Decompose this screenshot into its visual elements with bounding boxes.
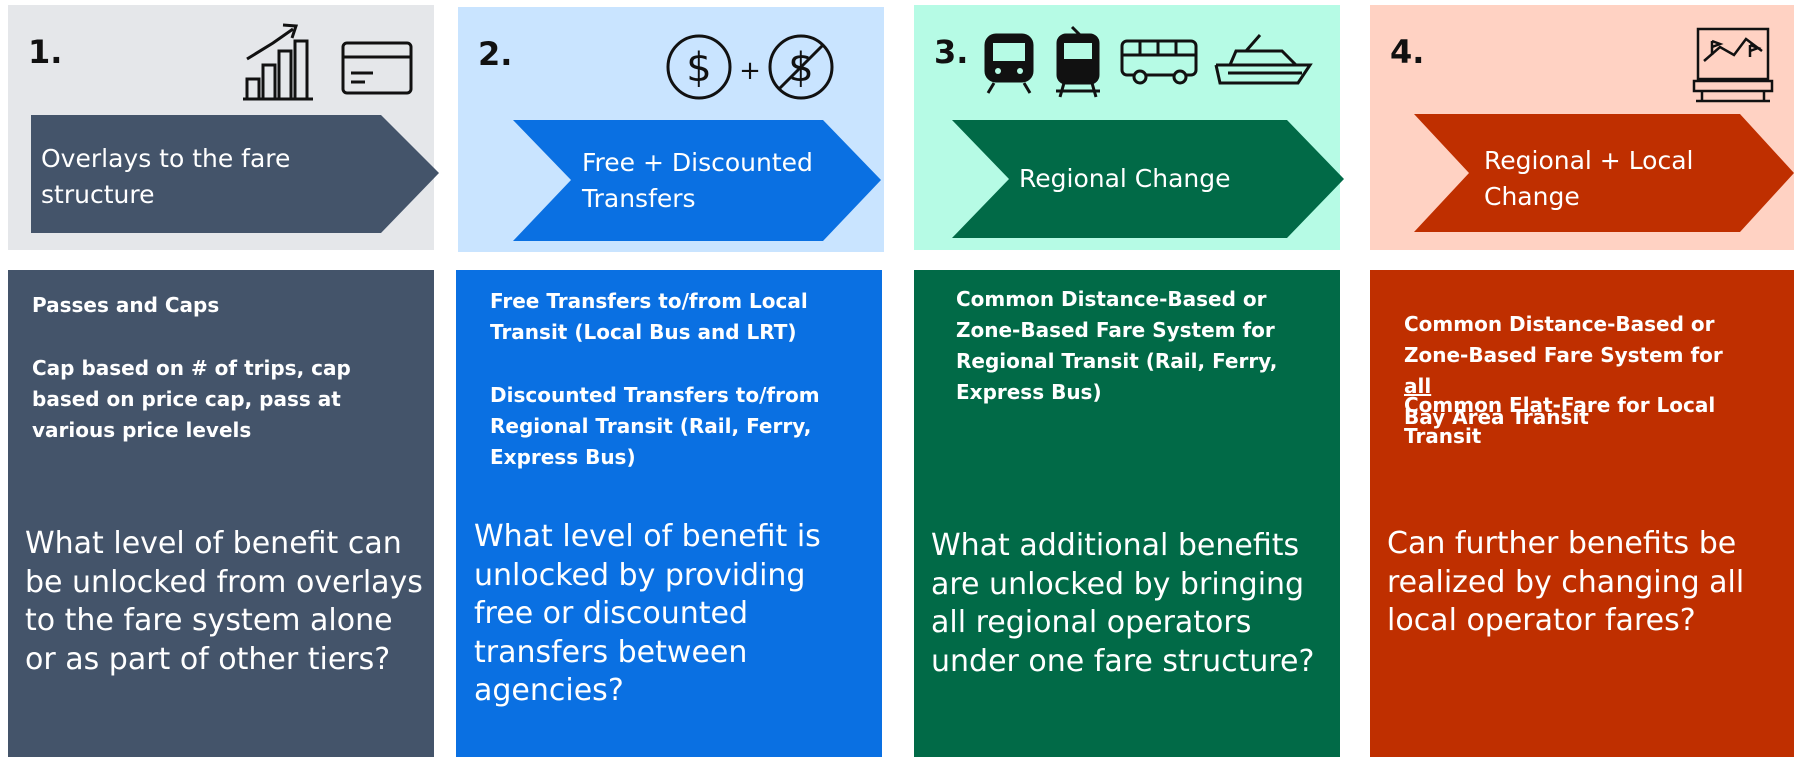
tier-1-details-text: Cap based on # of trips, cap based on pr… (32, 356, 351, 442)
tier-2-free-transfers: Free Transfers to/from Local Transit (Lo… (490, 289, 808, 344)
tier-3-icons (984, 21, 1334, 107)
tier-3-chevron (952, 120, 1344, 238)
tier-3-number: 3. (934, 33, 969, 71)
tier-2-title: Free + Discounted Transfers (582, 148, 813, 213)
dollar-icon: $ (666, 34, 732, 100)
tier-4-column: 4. Regional + Local Change (1362, 0, 1794, 757)
bus-icon (1120, 39, 1198, 85)
tier-4-details-first-before: Common Distance-Based or Zone-Based Fare… (1404, 312, 1723, 367)
tier-4-title: Regional + Local Change (1484, 146, 1694, 211)
tier-1-title: Overlays to the fare structure (41, 144, 291, 209)
tier-4-details-emphasis: all (1404, 374, 1432, 398)
tier-2-column: 2. $ + $ Free + Discounted Transfers (450, 0, 890, 757)
tier-1-number: 1. (28, 33, 63, 71)
tier-3-column: 3. (906, 0, 1346, 757)
tier-1-question: What level of benefit can be unlocked fr… (25, 526, 423, 677)
tier-2-header-panel: 2. $ + $ Free + Discounted Transfers (458, 7, 884, 252)
tier-1-details-heading: Passes and Caps (32, 293, 220, 317)
plus-icon: + (739, 56, 761, 86)
tier-1-icons (243, 21, 423, 107)
tier-2-discounted-transfers: Discounted Transfers to/from Regional Tr… (490, 383, 820, 469)
train-icon (984, 33, 1034, 94)
tier-1-body: Passes and Caps Cap based on # of trips,… (8, 270, 434, 757)
svg-text:+: + (739, 56, 761, 86)
tier-2-question: What level of benefit is unlocked by pro… (474, 519, 821, 708)
tier-1-chevron (31, 115, 439, 233)
tier-4-icons (1690, 21, 1786, 107)
tier-1-header-panel: 1. (8, 5, 439, 250)
rising-bar-chart-icon (243, 23, 313, 101)
tier-4-details-first: Common Distance-Based or Zone-Based Fare… (1404, 278, 1734, 433)
fare-card-icon (341, 41, 413, 95)
tier-2-body: Free Transfers to/from Local Transit (Lo… (456, 270, 882, 757)
tier-2-number: 2. (478, 35, 513, 73)
tier-2-chevron (513, 120, 881, 241)
tier-3-title: Regional Change (1019, 164, 1231, 193)
ferry-icon (1214, 34, 1313, 85)
tier-4-question: Can further benefits be realized by chan… (1387, 526, 1745, 638)
tier-4-chevron (1414, 114, 1794, 232)
tier-2-icons: $ + $ (666, 23, 842, 109)
no-dollar-icon: $ (768, 34, 834, 100)
tier-3-question: What additional benefits are unlocked by… (931, 528, 1315, 679)
tier-4-header-panel: 4. Regional + Local Change (1370, 5, 1794, 250)
tier-3-details: Common Distance-Based or Zone-Based Fare… (956, 287, 1278, 404)
tier-3-body: Common Distance-Based or Zone-Based Fare… (914, 270, 1340, 757)
tier-4-body: Common Distance-Based or Zone-Based Fare… (1370, 270, 1794, 757)
tier-4-details-first-after: Bay Area Transit (1404, 405, 1589, 429)
svg-text:$: $ (686, 45, 711, 91)
map-on-table-icon (1692, 27, 1774, 103)
tier-3-header-panel: 3. (914, 5, 1344, 250)
tier-1-column: 1. (0, 0, 440, 757)
tier-4-number: 4. (1390, 33, 1425, 71)
tier-4-details-second: Common Flat-Fare for Local Transit (1404, 393, 1716, 448)
light-rail-icon (1056, 25, 1100, 98)
